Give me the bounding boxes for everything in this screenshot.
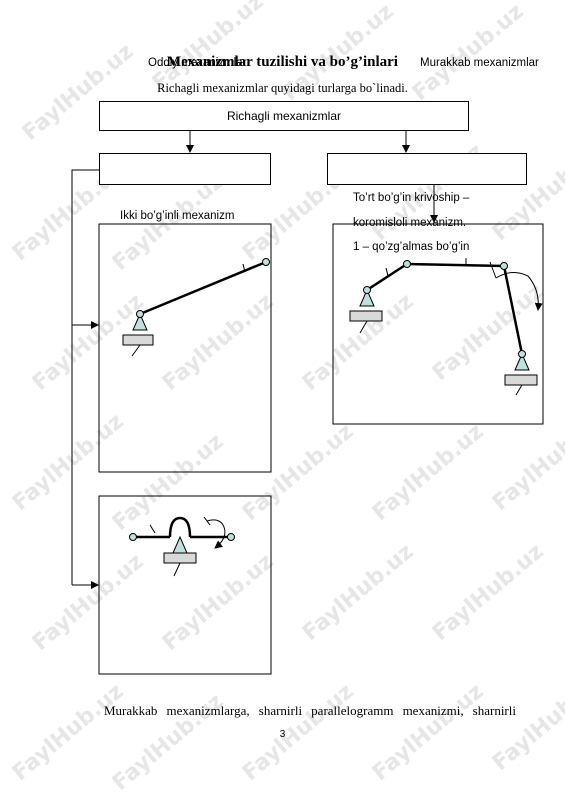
label-four-link-line1: To’rt bo’g’in krivoship – — [353, 192, 470, 204]
body-paragraph: Murakkab mexanizmlarga, sharnirli parall… — [104, 703, 516, 718]
label-four-link-line2: koromisloli mexanizm. — [353, 217, 467, 229]
panel-lever — [98, 495, 272, 675]
left-connector — [71, 169, 99, 585]
two-link-mechanism — [122, 258, 270, 357]
box-simple-mechanisms — [99, 153, 271, 185]
box-lever-mechanisms: Richagli mexanizmlar — [99, 101, 469, 131]
page-number: 3 — [279, 729, 286, 740]
four-link-mechanism — [349, 258, 543, 396]
box-complex-mechanisms — [327, 153, 527, 185]
label-two-link: Ikki bo’g’inli mexanizm — [120, 210, 235, 222]
lever-mechanism — [129, 516, 235, 577]
label-four-link-line3: 1 – qo’zg’almas bo’g’in — [353, 241, 470, 253]
heading-overlap-right: Murakkab mexanizmlar — [420, 57, 539, 69]
panel-four-link — [332, 223, 544, 425]
intro-text: Richagli mexanizmlar quyidagi turlarga b… — [157, 81, 408, 95]
box-lever-mechanisms-label: Richagli mexanizmlar — [226, 109, 342, 123]
panel-two-link — [98, 223, 272, 473]
heading-overlap-left: Oddiy mexanizmlar — [148, 57, 247, 69]
page-title: Mexanizmlar tuzilishi va bo’g’inlari — [167, 54, 398, 70]
